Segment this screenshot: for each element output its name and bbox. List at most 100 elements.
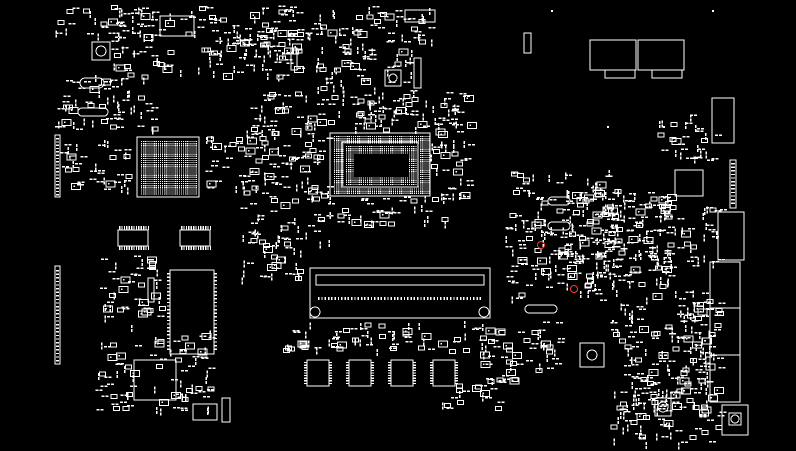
bga-pin — [157, 155, 159, 157]
io-port-stack[interactable] — [709, 261, 741, 403]
flash-ic[interactable] — [169, 269, 215, 355]
bga-pin — [377, 177, 379, 179]
smd-pad — [105, 395, 109, 398]
smd-pad — [661, 355, 663, 359]
smd-pad — [667, 278, 670, 282]
smd-pad — [557, 341, 561, 343]
bga-pin — [191, 172, 193, 174]
smd-pad — [368, 11, 371, 15]
usb-port-right[interactable] — [637, 39, 685, 71]
smd-pad — [103, 88, 107, 90]
bga-pin — [352, 175, 354, 177]
bga-pin — [415, 179, 417, 181]
bga-pin — [180, 147, 183, 149]
bga-pin — [406, 177, 409, 179]
bga-pin — [424, 190, 426, 192]
cpu-bga[interactable] — [329, 132, 431, 197]
bga-pin — [164, 143, 166, 145]
smd-pad — [628, 217, 632, 220]
sodimm-chips[interactable] — [117, 229, 149, 247]
bga-pin — [363, 188, 365, 190]
smd-pad — [451, 118, 455, 120]
bga-pin — [187, 193, 189, 195]
conn-pin — [731, 166, 735, 168]
smd-pad — [274, 94, 278, 96]
memory-slot[interactable] — [309, 267, 491, 319]
smd-pad — [620, 214, 622, 218]
bga-pin — [357, 192, 359, 194]
smd-pad — [690, 114, 694, 116]
bga-pin — [145, 164, 147, 166]
bga-pin — [176, 155, 178, 157]
smd-outline — [279, 55, 287, 61]
smd-pad — [291, 221, 295, 224]
chip-pin — [131, 226, 133, 230]
bga-pin — [411, 183, 413, 185]
bga-pin — [363, 140, 365, 142]
bga-pin — [149, 157, 151, 159]
smd-pad — [523, 244, 527, 246]
smd-outline — [103, 305, 114, 313]
smd-pad — [601, 197, 604, 201]
smd-outline — [284, 47, 295, 55]
smd-pad — [718, 302, 722, 304]
bga-pin — [407, 140, 409, 142]
bga-pin — [143, 170, 145, 172]
bga-pin — [336, 154, 338, 157]
bga-pin — [157, 162, 159, 164]
smd-pad — [260, 146, 264, 149]
smd-pad — [623, 416, 625, 420]
smd-pad — [599, 183, 601, 186]
smd-pad — [436, 173, 438, 177]
smd-pad — [311, 199, 314, 203]
smd-pad — [611, 227, 615, 229]
smd-pad — [631, 281, 635, 283]
smd-pad — [668, 368, 671, 372]
smd-pad — [304, 335, 307, 339]
chip-pin — [145, 246, 147, 250]
smd-pad — [108, 32, 112, 35]
smd-pad — [714, 134, 718, 137]
bga-pin — [151, 149, 153, 151]
smd-pad — [177, 407, 181, 409]
gpu-bga[interactable] — [136, 136, 200, 198]
smd-pad — [627, 274, 631, 277]
smd-pad — [339, 28, 341, 32]
bga-pin — [373, 142, 376, 144]
bga-pin — [170, 187, 172, 189]
smd-pad — [392, 40, 396, 42]
smd-pad — [139, 34, 142, 38]
smd-pad — [295, 188, 298, 192]
smd-pad — [574, 252, 578, 255]
bga-pin — [369, 142, 371, 144]
smd-pad — [181, 393, 183, 397]
smd-pad — [700, 387, 703, 391]
smd-outline — [98, 104, 106, 110]
slot-pin — [341, 297, 343, 300]
chip-pin — [413, 380, 416, 382]
smd-outline — [278, 42, 286, 48]
smd-outline — [316, 63, 324, 69]
bga-pin — [346, 148, 348, 150]
smd-pad — [683, 233, 686, 235]
smd-pad — [403, 81, 407, 84]
smd-pad — [484, 384, 488, 387]
bga-pin — [141, 153, 143, 155]
usb-port-left[interactable] — [589, 39, 637, 71]
smd-pad — [267, 51, 270, 55]
smd-pad — [257, 31, 261, 33]
bga-pin — [361, 192, 363, 194]
smd-pad — [481, 346, 483, 350]
smd-pad — [718, 314, 722, 317]
smd-pad — [301, 28, 305, 31]
bga-pin — [187, 174, 189, 176]
chip-pin — [138, 246, 140, 250]
smd-pad — [427, 216, 429, 220]
smd-pad — [680, 336, 684, 339]
bga-pin — [411, 171, 413, 173]
smd-pad — [484, 397, 488, 399]
bga-pin — [405, 142, 407, 144]
smd-pad — [122, 29, 126, 32]
bga-pin — [143, 157, 145, 159]
